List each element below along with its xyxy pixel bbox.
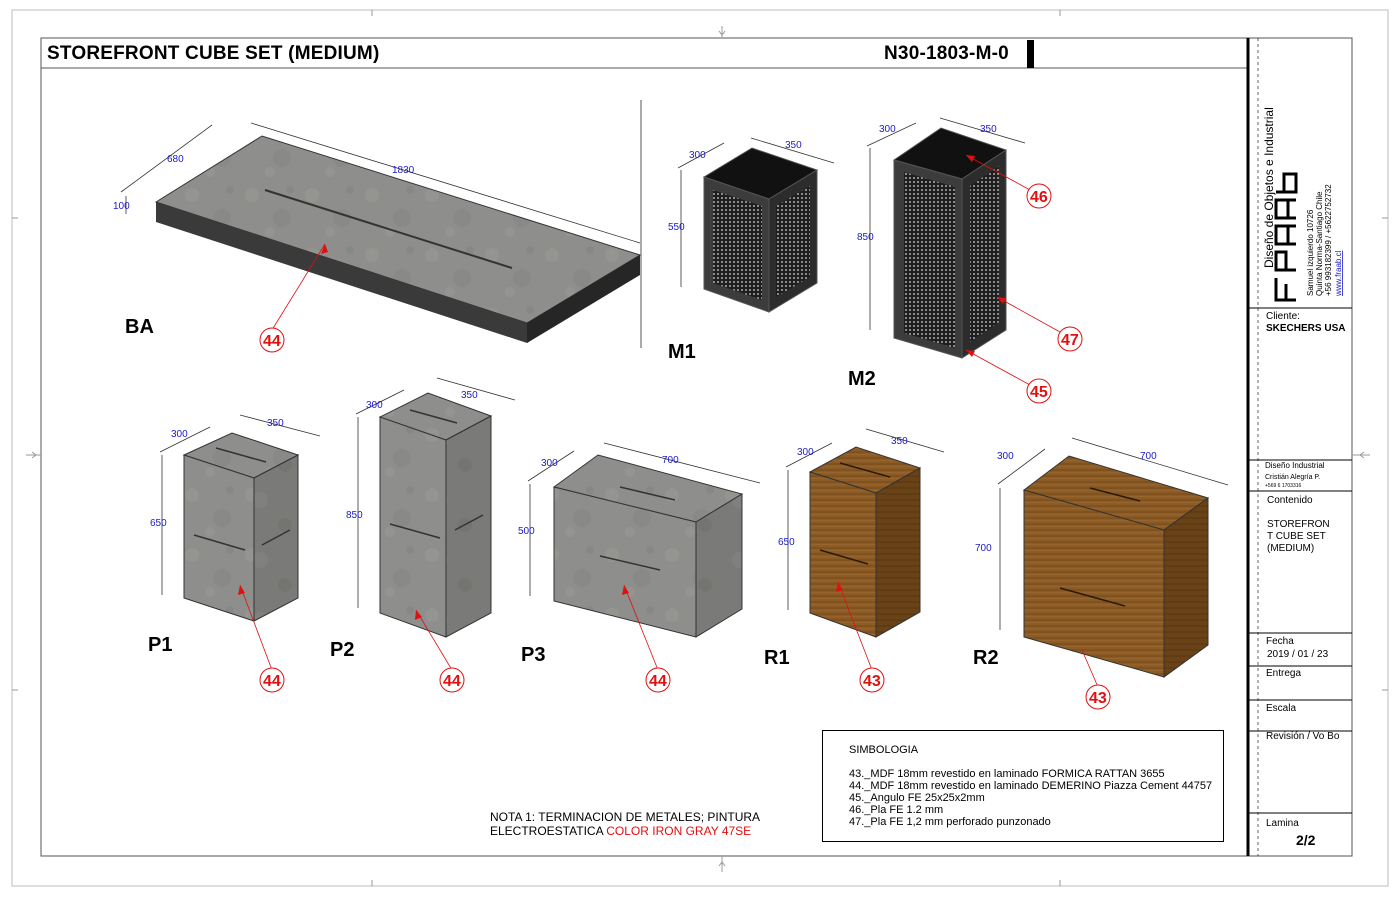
r2-callout: 43 [1089,690,1107,707]
revision-label: Revisión / Vo Bo [1266,731,1340,742]
m2-callout-47: 47 [1061,332,1079,349]
m1-label: M1 [668,341,696,363]
symbology-item-43: 43._MDF 18mm revestido en laminado FORMI… [849,768,1165,780]
p3-callout: 44 [649,673,667,690]
r1-callout: 43 [863,673,881,690]
p1-dim-height: 650 [150,518,167,529]
content-value-1: STOREFRON [1267,519,1330,530]
m2-dim-depth: 300 [879,124,896,135]
m2-label: M2 [848,368,876,390]
drawing-title: STOREFRONT CUBE SET (MEDIUM) [47,43,380,64]
address-line-2: Quinta Norma-Santiago Chile [1315,191,1324,296]
symbology-heading: SIMBOLOGIA [849,744,919,756]
r2-dim-width: 700 [1140,451,1157,462]
p3-label: P3 [521,644,545,666]
piece-p3: 300 700 500 44 P3 [518,442,761,693]
client-value: SKECHERS USA [1266,323,1346,334]
r1-dim-height: 650 [778,537,795,548]
title-block-frame [1248,38,1352,856]
ba-dim-height: 100 [113,201,130,212]
note-color-spec: COLOR IRON GRAY 47SE [606,824,752,838]
p1-dim-depth: 300 [171,429,188,440]
m2-dim-height: 850 [857,232,874,243]
p2-dim-height: 850 [346,510,363,521]
r1-dim-depth: 300 [797,447,814,458]
website-link[interactable]: www.fraab.cl [1334,250,1343,297]
r1-dim-width: 350 [891,436,908,447]
date-label: Fecha [1266,636,1294,647]
content-value-3: (MEDIUM) [1267,543,1315,554]
client-label: Cliente: [1266,311,1300,322]
p1-label: P1 [148,634,172,656]
p3-dim-depth: 300 [541,458,558,469]
ba-dim-length: 1830 [392,165,415,176]
designer-label: Diseño Industrial [1265,461,1325,470]
company-name: Diseño de Objetos e Industrial [1262,107,1276,268]
p3-dim-width: 700 [662,455,679,466]
date-value: 2019 / 01 / 23 [1267,649,1329,660]
drawing-code: N30-1803-M-0 [884,43,1009,64]
piece-r2: 300 700 700 43 R2 [973,437,1229,710]
r2-dim-depth: 300 [997,451,1014,462]
ba-dim-depth: 680 [167,154,184,165]
ba-callout: 44 [263,333,281,350]
note-line-2-prefix: ELECTROESTATICA [490,824,607,838]
m1-dim-width: 350 [785,140,802,151]
designer-phone: +569 6 1703316 [1265,483,1302,489]
content-label: Contenido [1267,495,1313,506]
sheet-value: 2/2 [1296,832,1316,848]
note-line-1: NOTA 1: TERMINACION DE METALES; PINTURA [490,810,761,824]
m2-dim-width: 350 [980,124,997,135]
piece-p2: 300 350 850 44 P2 [330,377,516,693]
p2-callout: 44 [443,673,461,690]
p3-dim-height: 500 [518,526,535,537]
address-line-1: Samuel izquierdo 10726 [1306,209,1315,296]
delivery-label: Entrega [1266,668,1302,679]
r2-label: R2 [973,647,999,669]
p2-dim-depth: 300 [366,400,383,411]
designer-name: Cristián Alegría P. [1265,474,1321,481]
symbology-item-46: 46._Pla FE 1.2 mm [849,804,944,816]
note-line-2: ELECTROESTATICA COLOR IRON GRAY 47SE [490,824,751,838]
scale-label: Escala [1266,703,1297,714]
piece-ba: 680 1830 100 44 BA [113,122,642,353]
symbology-box: SIMBOLOGIA 43._MDF 18mm revestido en lam… [822,730,1224,842]
p1-dim-width: 350 [267,418,284,429]
m2-callout-46: 46 [1030,189,1048,206]
symbology-item-47: 47._Pla FE 1,2 mm perforado punzonado [849,816,1051,828]
company-logo [1274,172,1298,302]
piece-m2: 300 350 850 46 47 45 M2 [848,117,1083,404]
p2-dim-width: 350 [461,390,478,401]
border-marks [12,10,1388,886]
sheet-label: Lamina [1266,818,1299,829]
symbology-item-45: 45._Angulo FE 25x25x2mm [849,792,985,804]
m1-dim-height: 550 [668,222,685,233]
symbology-item-44: 44._MDF 18mm revestido en laminado DEMER… [849,780,1213,792]
m2-callout-45: 45 [1030,384,1048,401]
p1-callout: 44 [263,673,281,690]
content-value-2: T CUBE SET [1267,531,1326,542]
m1-dim-depth: 300 [689,150,706,161]
piece-r1: 300 350 650 43 R1 [764,428,945,693]
piece-p1: 300 350 650 44 P1 [148,414,321,693]
r1-label: R1 [764,647,790,669]
ba-label: BA [125,316,154,338]
piece-m1: 300 350 550 M1 [668,137,835,363]
r2-dim-height: 700 [975,543,992,554]
address-line-3: +56 993182399 / +5622752732 [1324,184,1333,296]
p2-label: P2 [330,639,354,661]
